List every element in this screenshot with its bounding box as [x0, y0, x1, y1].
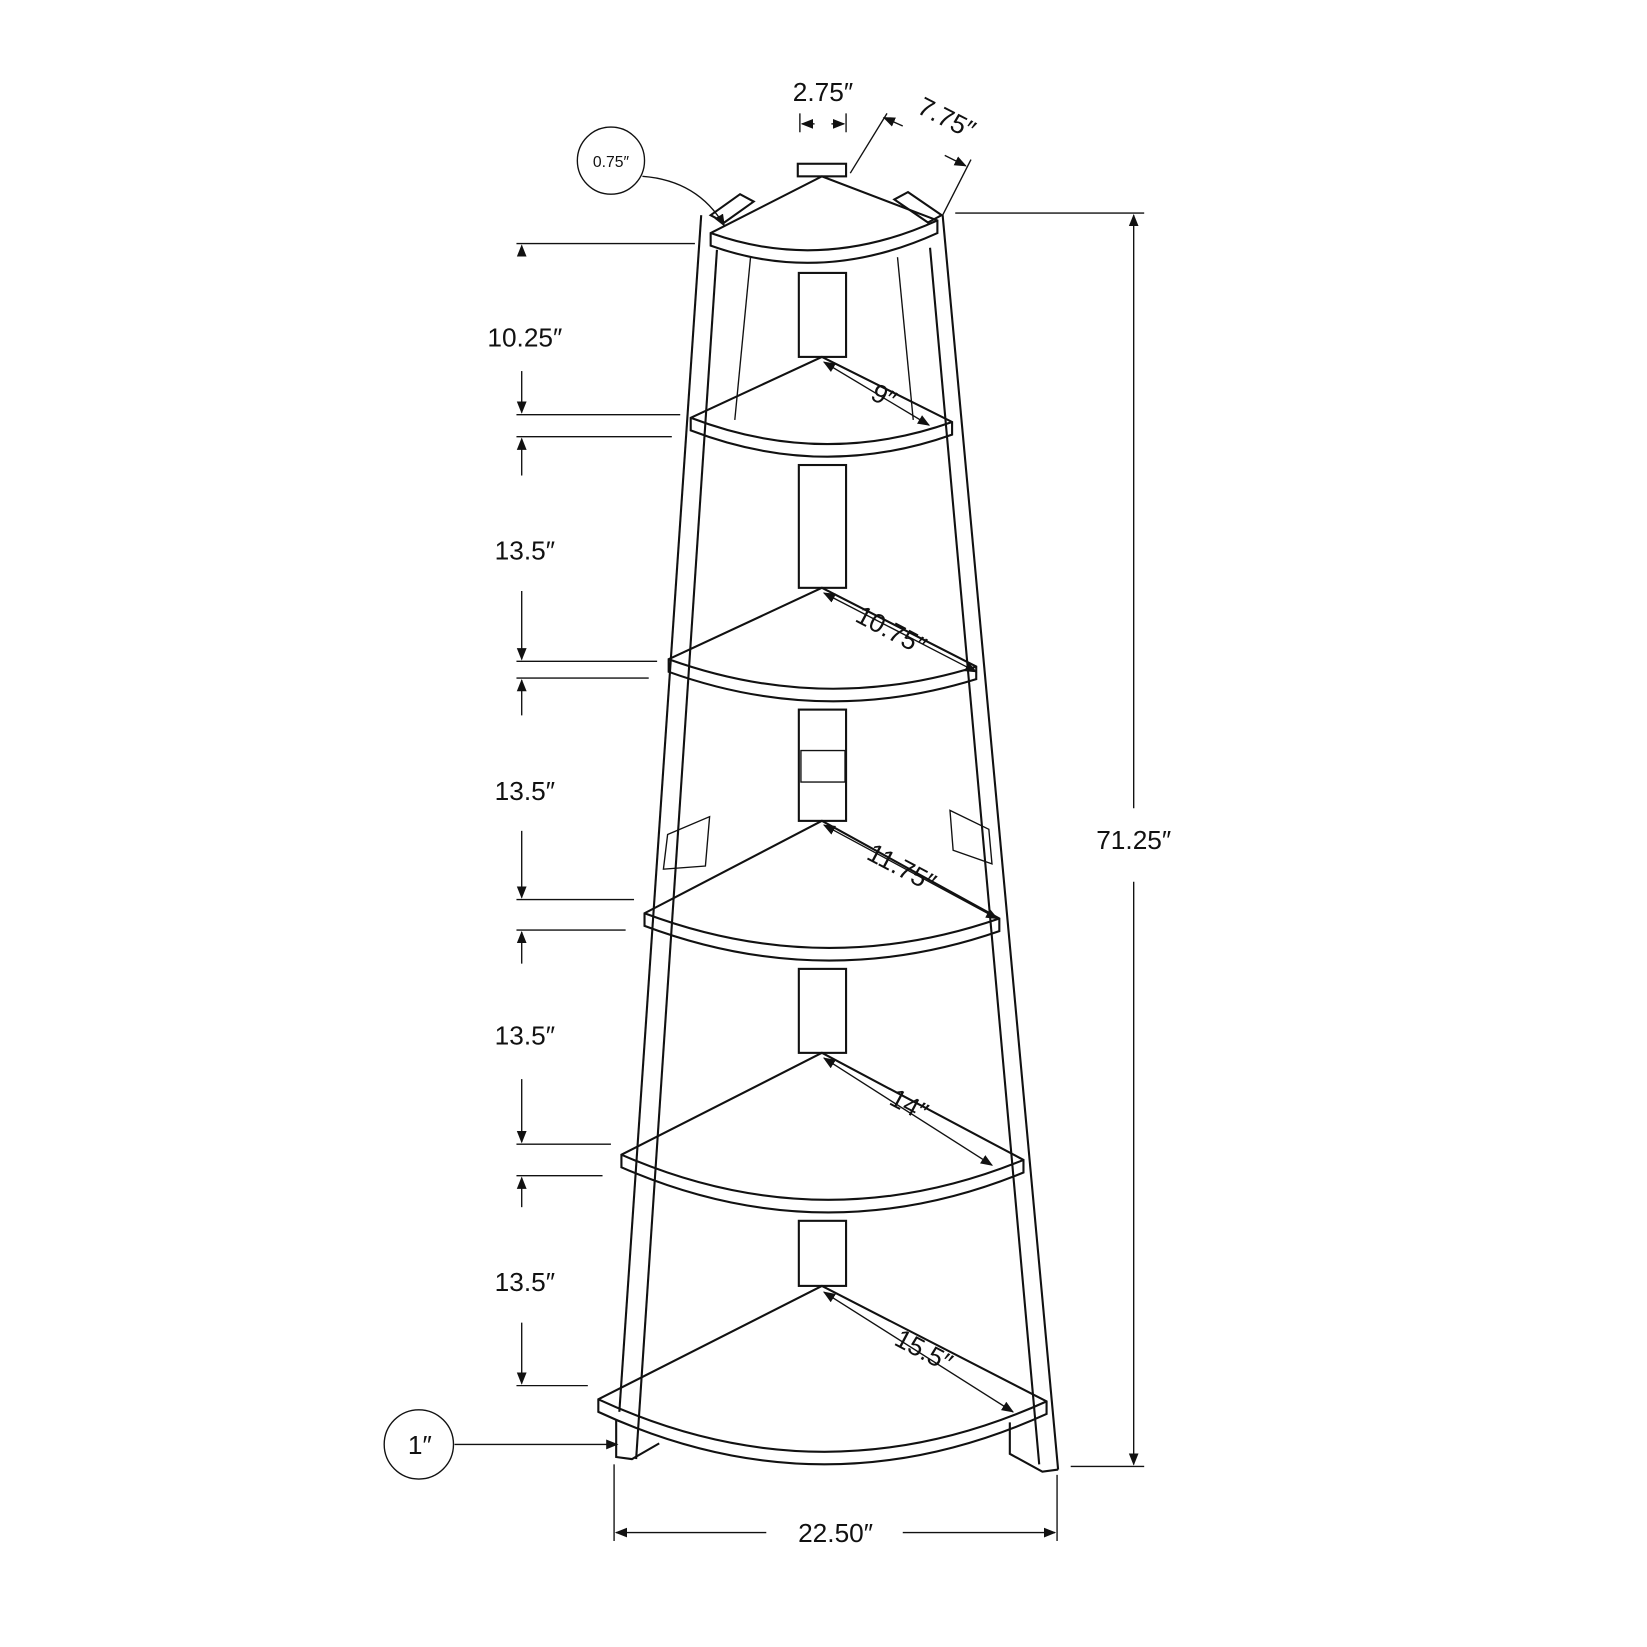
right-rail-outer	[941, 215, 1060, 1470]
shelf-front-edge-5	[621, 1153, 1024, 1201]
shelf-1	[709, 175, 939, 264]
left-rail-inner	[635, 249, 719, 1460]
depth-arrow-left	[882, 116, 904, 127]
dimension-lines	[454, 113, 1145, 1541]
left-rail-outer	[618, 215, 703, 1412]
total-height-label: 71.25″	[1096, 825, 1171, 855]
shelf-6	[597, 1284, 1048, 1466]
post-width-label: 2.75″	[793, 77, 853, 107]
center-post-1	[797, 271, 848, 358]
total-width-label: 22.50″	[798, 1518, 873, 1548]
shelf-front-edge-2	[690, 416, 953, 446]
depth-arrow-3	[822, 824, 999, 920]
shelf-3	[667, 586, 978, 703]
shelf-spacing-label-2: 13.5″	[495, 535, 555, 565]
right-top-bracket	[892, 190, 944, 224]
depth-arrow-4	[822, 1057, 994, 1166]
shelf-front-edge-3	[668, 658, 977, 690]
left-bracket-plate	[662, 815, 711, 870]
center-post-5	[797, 1219, 848, 1287]
extension-line	[942, 159, 972, 216]
shelf-frame	[597, 162, 1060, 1473]
shelf-depth-label-1: 9″	[866, 377, 901, 415]
shelf-front-edge-6	[597, 1398, 1047, 1453]
shelf-depth-label-2: 10.75″	[851, 599, 931, 661]
center-post-4	[797, 967, 848, 1054]
depth-arrow-right	[944, 154, 967, 167]
top-post-cap	[796, 162, 848, 178]
left-top-bracket	[708, 192, 756, 224]
depth-arrow-2	[822, 592, 978, 673]
thickness-leader	[642, 175, 725, 227]
shelf-spacing-label-4: 13.5″	[495, 1020, 555, 1050]
depth-arrow-5	[822, 1291, 1015, 1413]
center-bracket-plate	[800, 749, 846, 783]
right-bracket-plate	[949, 809, 993, 865]
shelf-thickness-callout-circle	[576, 126, 646, 195]
left-foot	[615, 1419, 660, 1461]
center-post-2	[797, 463, 848, 589]
shelf-front-edge-4	[644, 912, 1000, 949]
shelf-spacing-label-3: 13.5″	[495, 776, 555, 806]
foot-height-callout-circle	[383, 1409, 455, 1480]
left-back-leg	[734, 257, 752, 420]
center-post-3	[797, 708, 848, 822]
shelf-spacing-label-1: 10.25″	[487, 322, 562, 352]
shelf-front-edge-1	[710, 219, 938, 252]
right-foot	[1008, 1422, 1059, 1473]
shelf-depth-label-3: 11.75″	[862, 837, 941, 898]
shelf-4	[643, 819, 1001, 962]
foot-height-label: 1″	[408, 1430, 432, 1460]
extension-line	[849, 113, 888, 174]
shelf-thickness-label: 0.75″	[593, 154, 630, 171]
shelf-depth-label-5: 15.5″	[890, 1323, 957, 1378]
top-depth-label: 7.75″	[913, 91, 980, 145]
right-rail-inner	[929, 247, 1041, 1465]
shelf-2	[689, 355, 954, 458]
depth-arrow-1	[822, 361, 931, 426]
shelf-5	[620, 1051, 1025, 1214]
shelf-spacing-label-5: 13.5″	[495, 1267, 555, 1297]
